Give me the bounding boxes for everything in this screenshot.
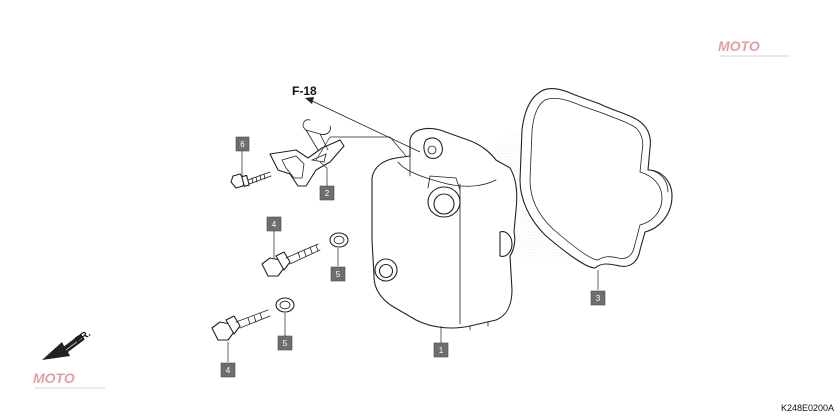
callout-label: 2: [325, 189, 330, 198]
bolt-6mm: [230, 171, 272, 189]
watermark-text: MOTO: [33, 370, 75, 386]
wire-clamp-bracket: [269, 119, 345, 187]
front-direction-indicator: FR.: [42, 328, 93, 360]
callout-5-upper: 5: [330, 266, 346, 282]
reference-arrow: F-18: [292, 84, 421, 153]
callout-label: 4: [272, 220, 277, 229]
sealing-washer-upper: [329, 232, 349, 248]
cylinder-head-cover-gasket: [519, 87, 673, 269]
watermark-logo-bottom-left: MOTO: [33, 370, 105, 389]
diagram-code: K248E0200A: [781, 403, 834, 413]
callout-label: 6: [240, 140, 245, 149]
cylinder-head-cover: [371, 127, 518, 331]
callout-3: 3: [590, 290, 606, 306]
sealing-washer-lower: [275, 297, 295, 313]
callout-label: 4: [226, 366, 231, 375]
callout-1: 1: [433, 342, 449, 358]
leader-lines: [227, 136, 599, 362]
callout-4-lower: 4: [220, 362, 236, 378]
callout-label: 1: [439, 346, 444, 355]
callout-label: 5: [336, 270, 341, 279]
callout-2: 2: [319, 185, 335, 201]
callout-5-lower: 5: [277, 335, 293, 351]
watermark-text: MOTO: [718, 38, 760, 54]
watermark-logo-top-right: MOTO: [718, 38, 790, 57]
flange-bolt-lower: [211, 309, 271, 341]
callout-label: 3: [596, 294, 601, 303]
callout-label: 5: [283, 339, 288, 348]
callout-6: 6: [235, 136, 250, 152]
flange-bolt-upper: [261, 243, 321, 277]
callout-4-upper: 4: [266, 216, 282, 232]
reference-label: F-18: [292, 84, 317, 98]
